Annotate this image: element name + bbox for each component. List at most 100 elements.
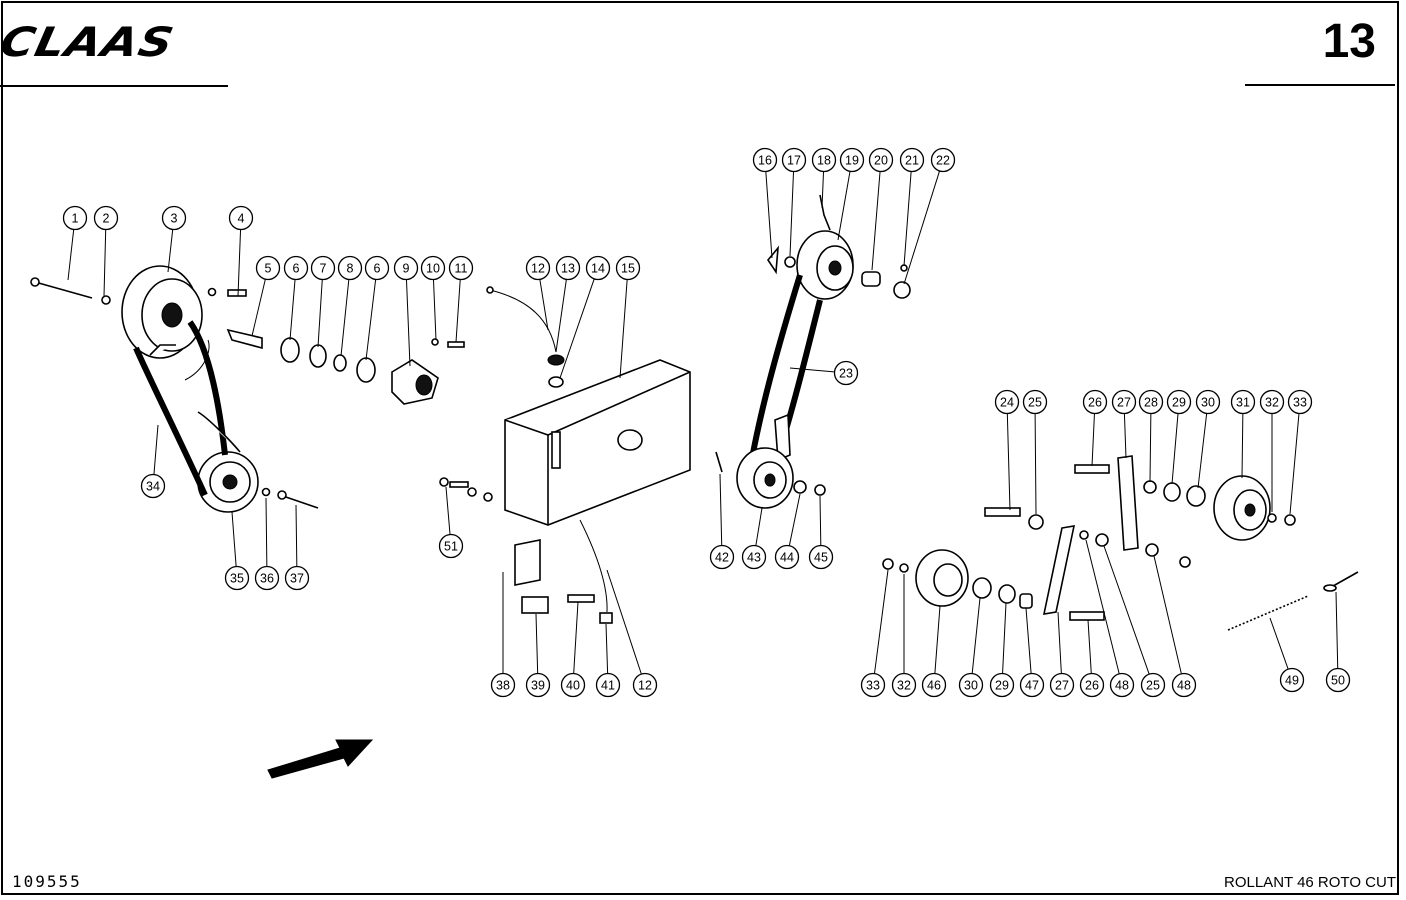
callout-number: 26	[1085, 679, 1099, 693]
callout-leader-line	[934, 605, 941, 674]
center-frame-assembly	[439, 286, 723, 624]
callout-number: 49	[1285, 674, 1299, 688]
part-callout-26: 26	[1079, 672, 1105, 698]
callout-circle	[161, 205, 187, 231]
part-callout-42: 42	[709, 544, 735, 570]
part-callout-6: 6	[364, 255, 390, 281]
callout-circle	[752, 147, 778, 173]
callout-number: 27	[1055, 679, 1069, 693]
callout-number: 35	[230, 572, 244, 586]
callout-circle	[310, 255, 336, 281]
callout-leader-line	[103, 229, 107, 297]
callout-circle	[899, 147, 925, 173]
callout-circle	[709, 544, 735, 570]
part-callout-10: 10	[420, 255, 446, 281]
callout-number: 6	[374, 262, 381, 276]
callout-leader-line	[755, 507, 763, 546]
callout-leader-line	[1289, 413, 1300, 515]
callout-leader-line	[365, 279, 377, 361]
callout-number: 13	[561, 262, 575, 276]
part-callout-17: 17	[781, 147, 807, 173]
callout-number: 48	[1115, 679, 1129, 693]
part-callout-51: 51	[438, 533, 464, 559]
callout-leader-line	[573, 601, 579, 674]
callout-circle	[632, 672, 658, 698]
callout-circle	[891, 672, 917, 698]
callout-number: 17	[787, 154, 801, 168]
part-callout-48: 48	[1171, 672, 1197, 698]
callout-number: 12	[531, 262, 545, 276]
callout-number: 25	[1028, 396, 1042, 410]
part-callout-32: 32	[891, 672, 917, 698]
callout-number: 39	[531, 679, 545, 693]
callout-leader-line	[819, 495, 822, 546]
part-callout-39: 39	[525, 672, 551, 698]
callout-number: 43	[747, 551, 761, 565]
part-callout-11: 11	[448, 255, 474, 281]
callout-leader-line	[167, 229, 174, 273]
callout-circle	[284, 565, 310, 591]
callout-circle	[1109, 672, 1135, 698]
callout-circle	[224, 565, 250, 591]
part-callout-47: 47	[1019, 672, 1045, 698]
callout-number: 34	[146, 480, 160, 494]
callout-leader-line	[1091, 413, 1095, 467]
callout-circle	[1022, 389, 1048, 415]
callout-leader-line	[231, 511, 237, 567]
callout-leader-line	[555, 279, 567, 353]
part-callout-40: 40	[560, 672, 586, 698]
part-callout-20: 20	[868, 147, 894, 173]
callout-circle	[448, 255, 474, 281]
part-callout-37: 37	[284, 565, 310, 591]
callout-number: 24	[1000, 396, 1014, 410]
callout-circle	[595, 672, 621, 698]
part-callout-12: 12	[632, 672, 658, 698]
callout-leader-line	[789, 171, 794, 257]
callout-leader-line	[317, 279, 323, 348]
part-callout-6: 6	[283, 255, 309, 281]
callout-circle	[989, 672, 1015, 698]
callout-number: 28	[1144, 396, 1158, 410]
callout-leader-line	[1269, 617, 1289, 669]
callout-leader-line	[903, 171, 940, 285]
callout-number: 30	[1201, 396, 1215, 410]
part-callout-34: 34	[140, 473, 166, 499]
callout-circle	[393, 255, 419, 281]
brand-underline	[0, 85, 228, 87]
callout-number: 48	[1177, 679, 1191, 693]
callout-circle	[1171, 672, 1197, 698]
callout-number: 37	[290, 572, 304, 586]
callout-circle	[140, 473, 166, 499]
callout-leader-line	[295, 504, 298, 567]
part-callout-46: 46	[921, 672, 947, 698]
callout-leader-line	[539, 279, 549, 331]
callout-number: 41	[601, 679, 615, 693]
callout-circle	[839, 147, 865, 173]
callout-circle	[833, 360, 859, 386]
callout-circle	[1325, 667, 1351, 693]
callout-number: 3	[171, 212, 178, 226]
callout-leader-line	[1087, 619, 1092, 674]
callout-leader-line	[719, 473, 723, 546]
callout-leader-line	[153, 424, 159, 475]
callout-leader-line	[1025, 607, 1032, 674]
part-callout-3: 3	[161, 205, 187, 231]
callout-leader-line	[605, 623, 609, 674]
callout-circle	[490, 672, 516, 698]
part-callout-19: 19	[839, 147, 865, 173]
tensioner-assembly	[882, 455, 1359, 631]
callout-circle	[62, 205, 88, 231]
callout-leader-line	[1034, 413, 1037, 515]
callout-circle	[364, 255, 390, 281]
part-callout-49: 49	[1279, 667, 1305, 693]
part-callout-48: 48	[1109, 672, 1135, 698]
callout-circle	[921, 672, 947, 698]
callout-leader-line	[289, 279, 296, 341]
callout-leader-line	[251, 279, 266, 337]
part-callout-43: 43	[741, 544, 767, 570]
part-callout-27: 27	[1111, 389, 1137, 415]
callout-circle	[741, 544, 767, 570]
callout-leader-line	[1335, 591, 1339, 669]
